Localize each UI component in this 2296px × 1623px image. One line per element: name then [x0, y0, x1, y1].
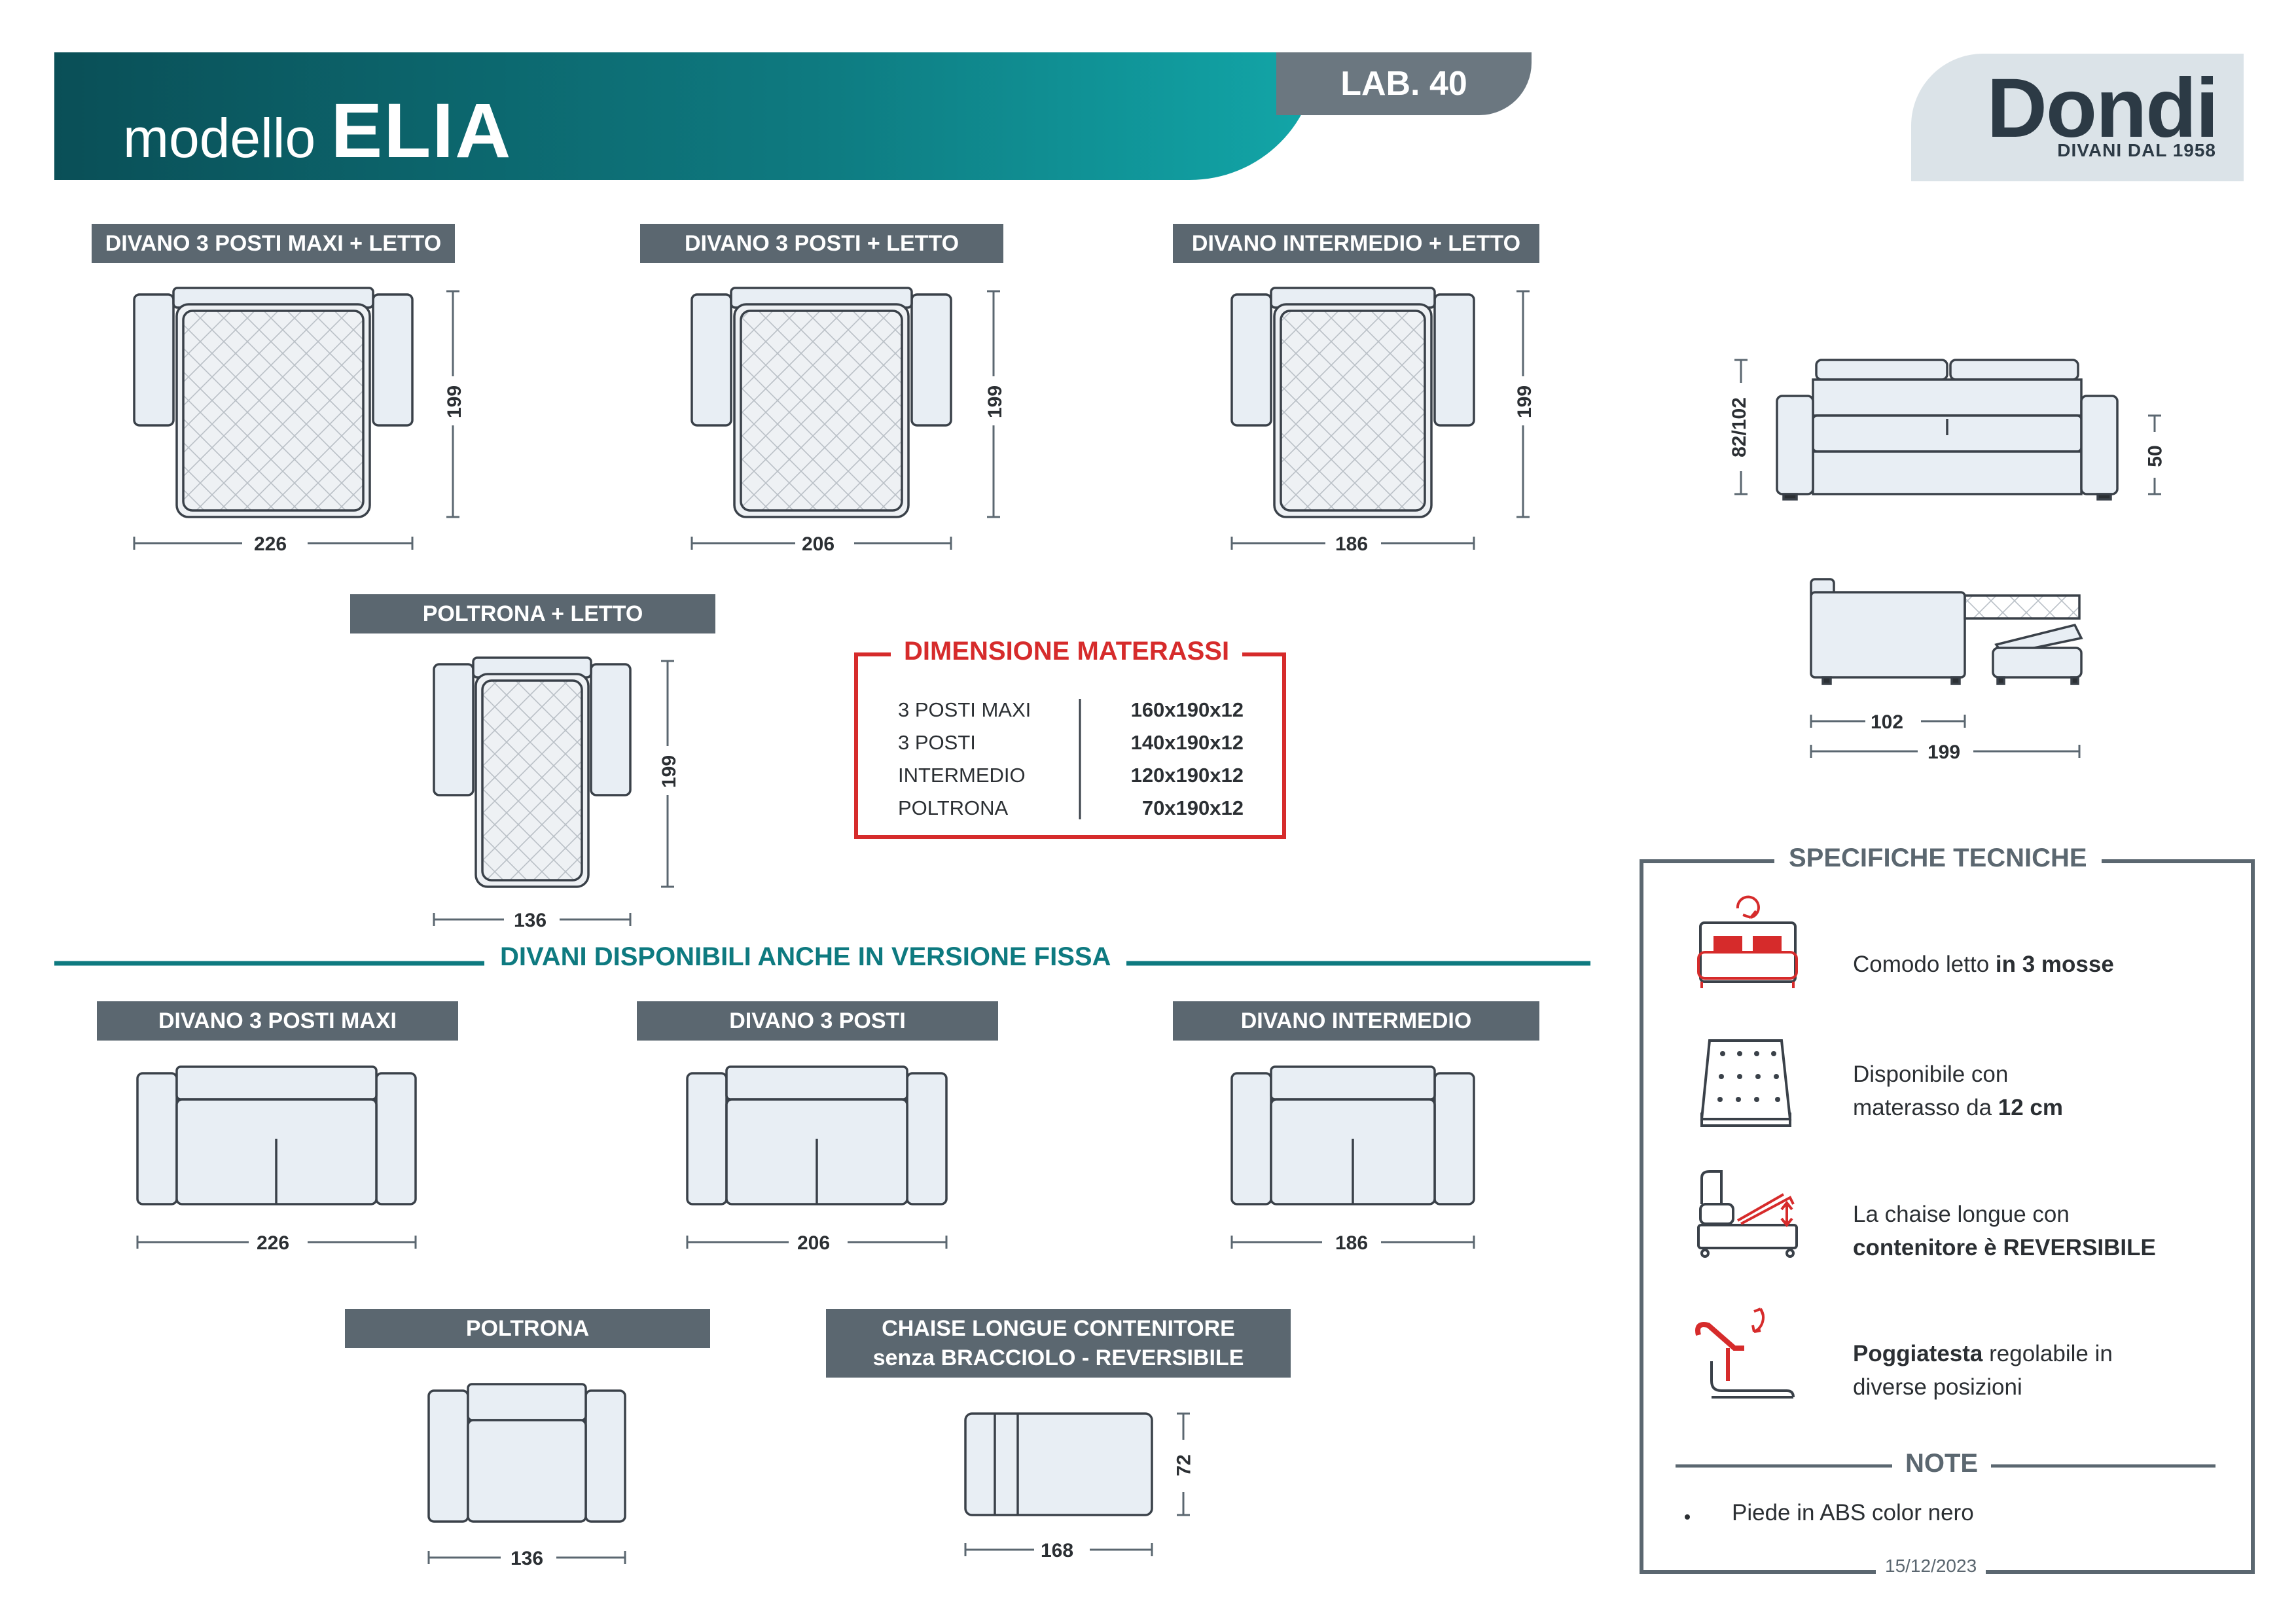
mattress-row-size: 140x190x12	[1130, 731, 1244, 754]
spec-text-bold: contenitore è REVERSIBILE	[1853, 1234, 2156, 1260]
label-bed-3posti: DIVANO 3 POSTI + LETTO	[640, 224, 1003, 263]
dim-chaise-width: 168	[1041, 1540, 1074, 1561]
dim-fixed-3posti-width: 206	[797, 1232, 831, 1254]
spec-item-headrest: Poggiatesta regolabile in diverse posizio…	[1853, 1338, 2113, 1404]
spec-text: Disponibile con	[1853, 1061, 2009, 1087]
page-title: modello ELIA	[123, 86, 512, 175]
dim-bed-maxi-width: 226	[254, 533, 287, 555]
label-fixed-maxi: DIVANO 3 POSTI MAXI	[97, 1001, 458, 1041]
dim-bed-maxi-depth: 199	[444, 385, 466, 419]
spec-item-bed: Comodo letto in 3 mosse	[1853, 948, 2114, 982]
bed-icon	[1697, 895, 1798, 988]
fixed-maxi-drawing	[136, 1065, 417, 1205]
chaise-label-line1: CHAISE LONGUE CONTENITORE	[882, 1316, 1235, 1342]
side-view-drawing	[1810, 578, 2083, 685]
doc-date: 15/12/2023	[1876, 1556, 1986, 1577]
fixed-section-title: DIVANI DISPONIBILI ANCHE IN VERSIONE FIS…	[484, 942, 1127, 972]
spec-text-bold: 12 cm	[1998, 1094, 2064, 1120]
dim-fixed-poltrona-width: 136	[511, 1548, 544, 1569]
mattress-sizes-box: DIMENSIONE MATERASSI	[854, 637, 1286, 839]
dim-depth-closed: 102	[1871, 711, 1904, 733]
brand-tagline: DIVANI DAL 1958	[2057, 140, 2216, 160]
dim-bed-3posti-depth: 199	[984, 385, 1007, 419]
spec-item-chaise: La chaise longue con contenitore è REVERS…	[1853, 1198, 2156, 1265]
dim-height: 82/102	[1728, 397, 1750, 457]
fixed-intermedio-drawing	[1230, 1065, 1475, 1205]
spec-text: materasso da	[1853, 1094, 1998, 1120]
mattress-row-name: INTERMEDIO	[898, 764, 1026, 787]
dim-bed-poltrona-width: 136	[514, 910, 547, 931]
chaise-label-line2: senza BRACCIOLO - REVERSIBILE	[872, 1345, 1244, 1370]
mattress-icon	[1700, 1039, 1792, 1127]
spec-text-bold: Poggiatesta	[1853, 1341, 1983, 1366]
mattress-tufts-icon	[1717, 1051, 1780, 1102]
dim-seat-height: 50	[2144, 445, 2166, 467]
chaise-drawing	[964, 1412, 1153, 1516]
spec-text: La chaise longue con	[1853, 1202, 2070, 1227]
spec-item-mattress: Disponibile con materasso da 12 cm	[1853, 1058, 2063, 1125]
fixed-3posti-drawing	[686, 1065, 948, 1205]
title-prefix: modello	[123, 107, 316, 169]
note-item: Piede in ABS color nero	[1732, 1500, 1974, 1525]
bed-poltrona-drawing	[433, 656, 632, 888]
mattress-title: DIMENSIONE MATERASSI	[891, 637, 1243, 666]
mattress-row-size: 160x190x12	[1130, 698, 1244, 721]
spec-text: diverse posizioni	[1853, 1374, 2022, 1400]
label-bed-intermedio: DIVANO INTERMEDIO + LETTO	[1173, 224, 1539, 263]
chaise-storage-icon	[1697, 1170, 1798, 1258]
model-name: ELIA	[331, 88, 512, 174]
label-fixed-intermedio: DIVANO INTERMEDIO	[1173, 1001, 1539, 1041]
mattress-row-name: 3 POSTI	[898, 731, 976, 754]
mattress-row-size: 120x190x12	[1130, 764, 1244, 787]
lab-badge: LAB. 40	[1276, 52, 1532, 115]
dim-fixed-maxi-width: 226	[257, 1232, 290, 1254]
spec-icons	[1695, 895, 1798, 1399]
header-banner: modello ELIA	[54, 52, 1318, 180]
label-fixed-poltrona: POLTRONA	[345, 1309, 710, 1348]
dim-bed-intermedio-depth: 199	[1514, 385, 1536, 419]
spec-text: Comodo letto	[1853, 952, 1996, 977]
dim-bed-intermedio-width: 186	[1335, 533, 1369, 555]
mattress-row-size: 70x190x12	[1141, 796, 1244, 819]
notes-title: NOTE	[1892, 1449, 1992, 1478]
dim-depth-open: 199	[1928, 741, 1961, 763]
spec-text: regolabile in	[1982, 1341, 2113, 1366]
bed-intermedio-drawing	[1230, 287, 1475, 518]
label-bed-maxi: DIVANO 3 POSTI MAXI + LETTO	[92, 224, 455, 263]
brand-name: Dondi	[1986, 62, 2219, 155]
label-chaise: CHAISE LONGUE CONTENITORE senza BRACCIOL…	[826, 1309, 1291, 1378]
spec-text-bold: in 3 mosse	[1995, 952, 2114, 977]
label-fixed-3posti: DIVANO 3 POSTI	[637, 1001, 998, 1041]
fixed-poltrona-drawing	[427, 1383, 626, 1523]
bed-maxi-drawing	[133, 287, 414, 518]
bed-3posti-drawing	[691, 287, 952, 518]
brand-logo: Dondi DIVANI DAL 1958	[1911, 54, 2244, 181]
dim-fixed-intermedio-width: 186	[1335, 1232, 1369, 1254]
dim-bed-3posti-width: 206	[802, 533, 835, 555]
mattress-row-name: POLTRONA	[898, 796, 1009, 819]
front-view-drawing	[1776, 359, 2119, 501]
specs-title: SPECIFICHE TECNICHE	[1774, 844, 2102, 873]
tech-specs-box: SPECIFICHE TECNICHE Comodo letto in 3 mo…	[1640, 844, 2255, 1577]
headrest-icon	[1695, 1308, 1795, 1399]
label-bed-poltrona: POLTRONA + LETTO	[350, 594, 715, 633]
dim-bed-poltrona-depth: 199	[658, 755, 681, 789]
dim-chaise-depth: 72	[1173, 1454, 1195, 1476]
mattress-row-name: 3 POSTI MAXI	[898, 698, 1031, 721]
